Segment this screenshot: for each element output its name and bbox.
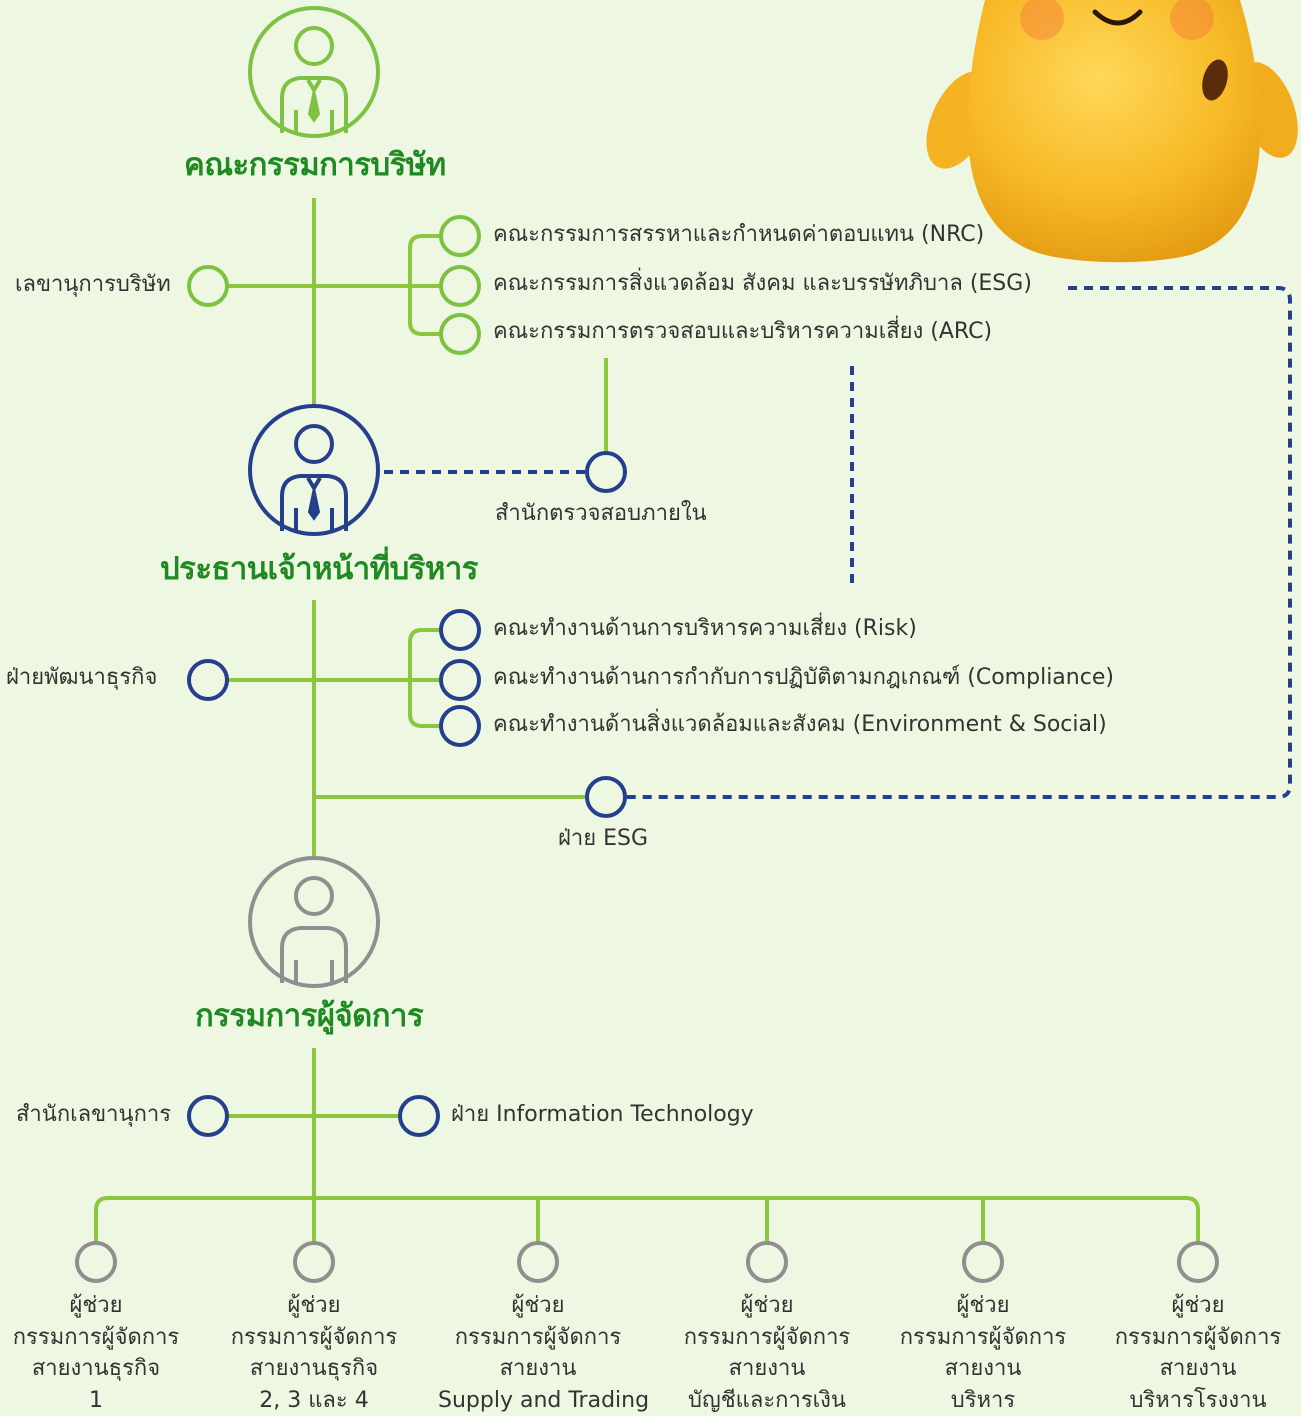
business-development-node bbox=[187, 659, 229, 701]
green-connectors bbox=[94, 198, 1200, 1243]
board-secretary-node bbox=[187, 265, 229, 307]
assistant-node-6 bbox=[1177, 1241, 1219, 1283]
compliance-group-label: คณะทำงานด้านการกำกับการปฏิบัติตามกฎเกณฑ์… bbox=[493, 665, 1114, 690]
assistant-md-business-1: ผู้ช่วย กรรมการผู้จัดการ สายงานธุรกิจ 1 bbox=[12, 1293, 180, 1413]
assistant-md-administration: ผู้ช่วย กรรมการผู้จัดการ สายงาน บริหาร bbox=[899, 1293, 1067, 1413]
nrc-committee-label: คณะกรรมการสรรหาและกำหนดค่าตอบแทน (NRC) bbox=[493, 222, 985, 247]
it-department-node bbox=[398, 1095, 440, 1137]
esg-committee-label: คณะกรรมการสิ่งแวดล้อม สังคม และบรรษัทภิบ… bbox=[493, 271, 1032, 296]
assistant-md-factory-management: ผู้ช่วย กรรมการผู้จัดการ สายงาน บริหารโร… bbox=[1114, 1293, 1282, 1413]
board-secretary-label: เลขานุการบริษัท bbox=[15, 272, 171, 297]
secretariat-node bbox=[187, 1095, 229, 1137]
mascot-image bbox=[926, 0, 1298, 263]
internal-audit-node bbox=[585, 451, 627, 493]
assistant-node-3 bbox=[517, 1241, 559, 1283]
assistant-node-4 bbox=[746, 1241, 788, 1283]
nrc-node bbox=[439, 215, 481, 257]
arc-node bbox=[439, 313, 481, 355]
dashed-connectors bbox=[384, 286, 1292, 799]
node-circles bbox=[75, 215, 1219, 1283]
esg-department-label: ฝ่าย ESG bbox=[558, 826, 649, 851]
risk-group-label: คณะทำงานด้านการบริหารความเสี่ยง (Risk) bbox=[493, 616, 917, 641]
arc-committee-label: คณะกรรมการตรวจสอบและบริหารความเสี่ยง (AR… bbox=[493, 319, 993, 344]
assistant-node-5 bbox=[962, 1241, 1004, 1283]
it-department-label: ฝ่าย Information Technology bbox=[451, 1102, 754, 1127]
assistant-node-1 bbox=[75, 1241, 117, 1283]
ceo-title: ประธานเจ้าหน้าที่บริหาร bbox=[160, 551, 478, 587]
md-title: กรรมการผู้จัดการ bbox=[195, 998, 424, 1034]
internal-audit-label: สำนักตรวจสอบภายใน bbox=[495, 501, 707, 526]
env-social-group-node bbox=[439, 705, 481, 747]
risk-group-node bbox=[439, 609, 481, 651]
board-person-icon bbox=[248, 6, 380, 138]
assistant-md-business-234: ผู้ช่วย กรรมการผู้จัดการ สายงานธุรกิจ 2,… bbox=[230, 1293, 398, 1413]
esg-department-node bbox=[585, 776, 627, 818]
secretariat-label: สำนักเลขานุการ bbox=[16, 1102, 172, 1127]
board-title: คณะกรรมการบริษัท bbox=[184, 147, 446, 183]
ceo-person-icon bbox=[248, 404, 380, 536]
esg-committee-node bbox=[439, 265, 481, 307]
assistant-node-2 bbox=[293, 1241, 335, 1283]
compliance-group-node bbox=[439, 659, 481, 701]
env-social-group-label: คณะทำงานด้านสิ่งแวดล้อมและสังคม (Environ… bbox=[493, 712, 1107, 737]
md-person-icon bbox=[248, 856, 380, 988]
business-development-label: ฝ่ายพัฒนาธุรกิจ bbox=[6, 665, 158, 690]
assistant-md-accounting-finance: ผู้ช่วย กรรมการผู้จัดการ สายงาน บัญชีและ… bbox=[683, 1293, 851, 1413]
assistant-md-supply-trading: ผู้ช่วย กรรมการผู้จัดการ สายงาน Supply a… bbox=[438, 1293, 650, 1413]
